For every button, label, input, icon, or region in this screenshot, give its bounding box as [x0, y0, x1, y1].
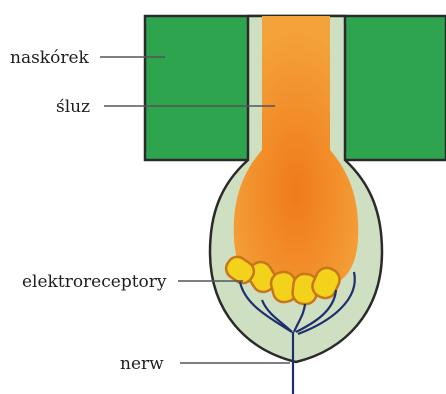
label-mucus: śluz	[56, 97, 90, 117]
label-receptors: elektroreceptory	[22, 272, 167, 292]
label-nerve: nerw	[120, 354, 164, 374]
label-epidermis: naskórek	[10, 48, 90, 68]
